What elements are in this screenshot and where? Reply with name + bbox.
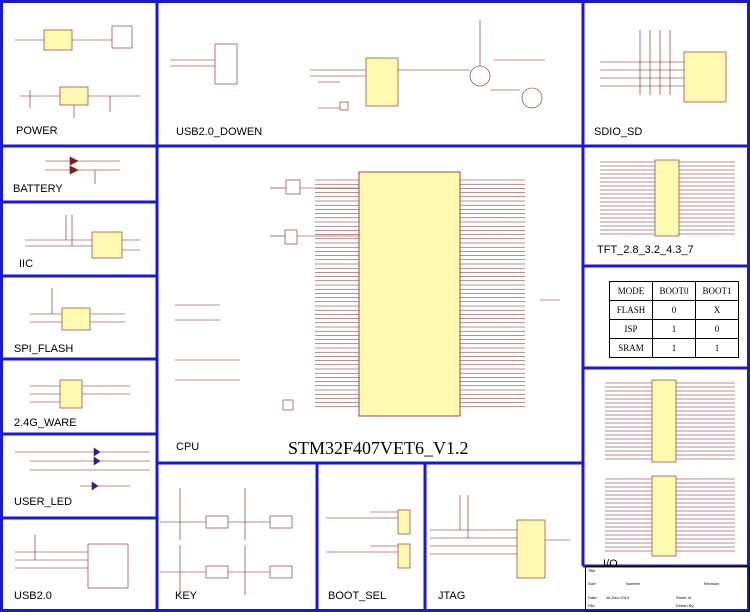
boot-table-cell: 0 — [695, 319, 739, 339]
section-label-battery: BATTERY — [13, 183, 63, 195]
io-pins — [605, 382, 735, 552]
title-block-revision: Revision — [704, 581, 720, 586]
tft-pins — [600, 161, 735, 235]
wireless-circuit — [30, 379, 130, 409]
section-label-sdio: SDIO_SD — [594, 126, 643, 138]
cpu-pins — [315, 179, 525, 408]
boot-sel-circuit — [326, 509, 411, 569]
user-led-circuit — [15, 447, 150, 491]
section-label-io: I/O — [603, 558, 618, 570]
tft-circuit — [654, 159, 680, 237]
boot-table-cell: 1 — [695, 338, 739, 358]
boot-table-row: SRAM 1 1 — [609, 338, 739, 358]
usb2-circuit — [15, 535, 129, 589]
io-circuit — [651, 379, 677, 557]
title-block-file: File: — [588, 603, 596, 608]
boot-table-cell: 1 — [652, 319, 696, 339]
section-label-user-led: USER_LED — [14, 496, 73, 508]
power-circuit — [15, 25, 140, 118]
section-label-key: KEY — [175, 590, 198, 602]
section-label-usb2: USB2.0 — [14, 590, 52, 602]
title-block-date: Date: — [588, 595, 598, 600]
section-label-jtag: JTAG — [438, 590, 466, 602]
title-block-sheet: Sheet of — [676, 595, 691, 600]
boot-table-header-cell: BOOT1 — [695, 281, 739, 301]
boot-table-cell: ISP — [609, 319, 653, 339]
mcu-title: STM32F407VET6_V1.2 — [288, 438, 469, 458]
section-label-tft: TFT_2.8_3.2_4.3_7 — [597, 244, 694, 256]
spi-flash-circuit — [30, 288, 125, 331]
section-label-power: POWER — [16, 125, 58, 137]
title-block-number: Number — [626, 581, 641, 586]
boot-mode-table: MODE BOOT0 BOOT1 FLASH 0 X ISP 1 0 SRAM … — [609, 281, 739, 358]
section-label-cpu: CPU — [176, 441, 200, 453]
cpu-circuit — [175, 171, 560, 417]
title-block-drawn-by: Drawn By: — [676, 603, 695, 608]
section-label-spi-flash: SPI_FLASH — [14, 343, 74, 355]
boot-table-header-cell: BOOT0 — [652, 281, 696, 301]
key-circuit — [160, 488, 293, 595]
section-label-wireless: 2.4G_WARE — [14, 417, 77, 429]
title-block-size: Size — [588, 581, 596, 586]
usb-down-circuit — [170, 20, 545, 111]
boot-table-row: FLASH 0 X — [609, 300, 739, 320]
boot-table-cell: FLASH — [609, 300, 653, 320]
battery-circuit — [45, 156, 120, 184]
title-block: Title Size Number Revision Date: 16-Dec-… — [585, 566, 750, 612]
section-label-boot-sel: BOOT_SEL — [328, 590, 387, 602]
boot-table-cell: SRAM — [609, 338, 653, 358]
boot-table-header-cell: MODE — [609, 281, 653, 301]
section-label-iic: IIC — [19, 258, 34, 270]
boot-table-cell: X — [695, 300, 739, 320]
boot-table-cell: 1 — [652, 338, 696, 358]
section-label-usb-down: USB2.0_DOWEN — [176, 126, 263, 138]
boot-table-cell: 0 — [652, 300, 696, 320]
sdio-circuit — [600, 30, 727, 103]
title-block-date-value: 16-Dec-2014 — [606, 595, 630, 600]
boot-table-header: MODE BOOT0 BOOT1 — [609, 281, 739, 301]
iic-circuit — [25, 215, 140, 259]
title-block-title: Title — [588, 568, 596, 573]
boot-table-row: ISP 1 0 — [609, 319, 739, 339]
jtag-circuit — [430, 495, 570, 579]
